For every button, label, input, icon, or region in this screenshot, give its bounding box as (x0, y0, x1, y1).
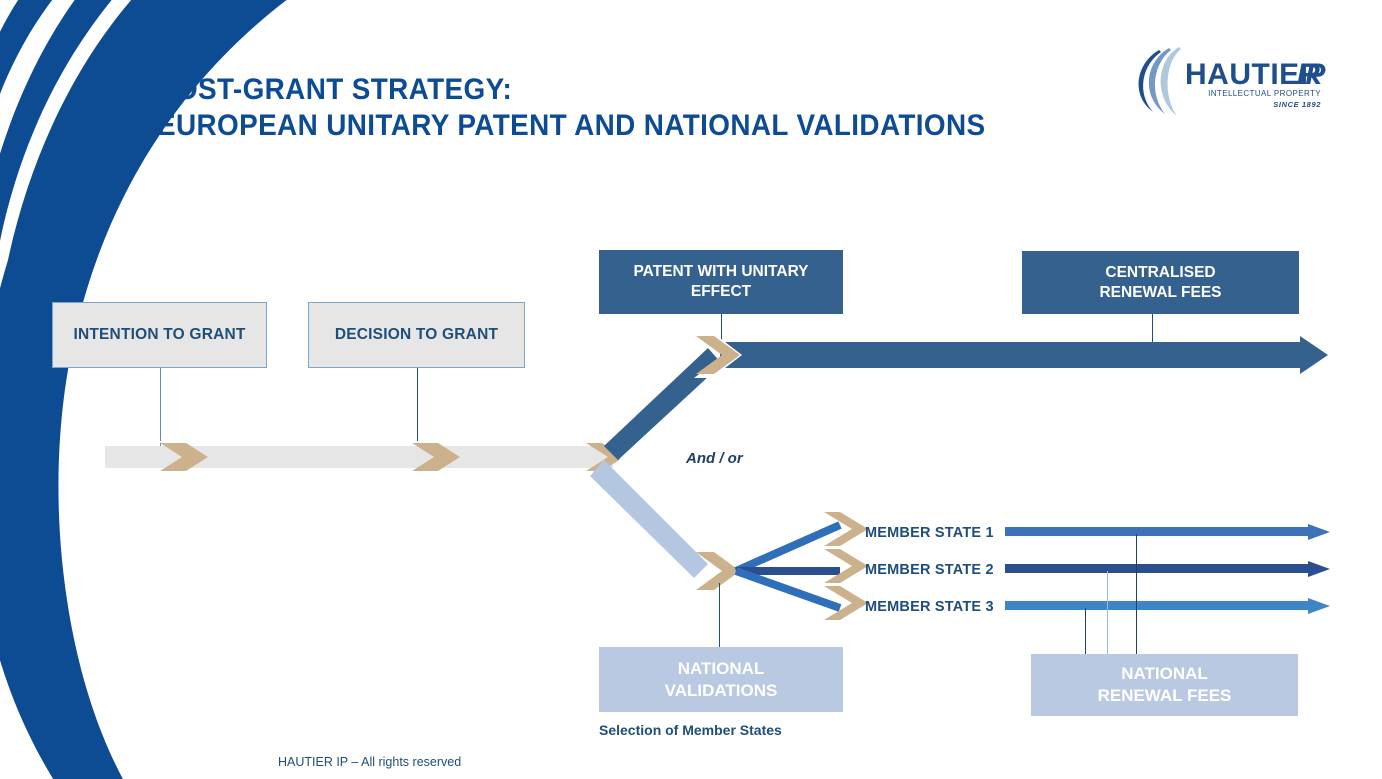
national-branch-arrow (590, 460, 842, 612)
box-decision-to-grant[interactable]: DECISION TO GRANT (308, 302, 525, 368)
timeline-grey-bar (105, 441, 620, 473)
member-state-2-chevron (824, 549, 868, 583)
and-or-label: And / or (686, 450, 743, 467)
title-line-1: POST-GRANT STRATEGY: (157, 73, 513, 106)
svg-text:IP: IP (1297, 58, 1326, 91)
box-patent-unitary-effect[interactable]: PATENT WITH UNITARY EFFECT (599, 250, 843, 314)
member-state-1-label: MEMBER STATE 1 (865, 525, 994, 541)
connector-unitary-effect (721, 314, 722, 342)
connector-ms2-fees (1107, 571, 1108, 656)
member-state-3-bar (1005, 598, 1330, 614)
box-centralised-line-2: RENEWAL FEES (1099, 283, 1222, 301)
member-state-3-label: MEMBER STATE 3 (865, 599, 994, 615)
connector-centralised-fees (1152, 314, 1153, 342)
unitary-branch-arrow (604, 336, 1328, 460)
box-unitary-line-2: EFFECT (690, 283, 752, 300)
connector-national-validations (719, 583, 720, 647)
box-national-fees-line-2: RENEWAL FEES (1097, 686, 1232, 705)
box-national-validations[interactable]: NATIONAL VALIDATIONS (599, 647, 843, 712)
logo-since: SINCE 1892 (1273, 100, 1321, 109)
logo-tagline: INTELLECTUAL PROPERTY (1208, 89, 1321, 98)
hautier-ip-logo: HAUTIER IP INTELLECTUAL PROPERTY SINCE 1… (1138, 47, 1326, 116)
member-state-1-chevron (824, 512, 868, 546)
member-state-2-label: MEMBER STATE 2 (865, 562, 994, 578)
svg-text:HAUTIER: HAUTIER (1185, 58, 1322, 91)
page-title: POST-GRANT STRATEGY: EUROPEAN UNITARY PA… (157, 72, 1087, 144)
member-state-2-bar (1005, 561, 1330, 577)
footer-copyright: HAUTIER IP – All rights reserved (278, 755, 462, 769)
box-national-validations-line-1: NATIONAL (677, 658, 765, 678)
box-centralised-line-1: CENTRALISED (1105, 263, 1216, 281)
selection-caption: Selection of Member States (599, 722, 782, 738)
box-national-renewal-fees[interactable]: NATIONAL RENEWAL FEES (1031, 654, 1298, 716)
connector-ms3-fees (1085, 608, 1086, 656)
box-national-validations-line-2: VALIDATIONS (664, 680, 778, 700)
connector-intention (160, 368, 161, 454)
title-line-2: EUROPEAN UNITARY PATENT AND NATIONAL VAL… (157, 109, 986, 142)
box-national-fees-line-1: NATIONAL (1121, 664, 1208, 683)
box-decision-label: DECISION TO GRANT (334, 326, 499, 343)
box-intention-to-grant[interactable]: INTENTION TO GRANT (52, 302, 267, 368)
box-unitary-line-1: PATENT WITH UNITARY (633, 263, 809, 280)
member-state-3-chevron (824, 586, 868, 620)
box-intention-label: INTENTION TO GRANT (73, 326, 246, 343)
box-centralised-renewal-fees[interactable]: CENTRALISED RENEWAL FEES (1022, 251, 1299, 314)
member-state-1-bar (1005, 524, 1330, 540)
connector-ms1-fees (1136, 534, 1137, 656)
connector-decision (417, 368, 418, 454)
